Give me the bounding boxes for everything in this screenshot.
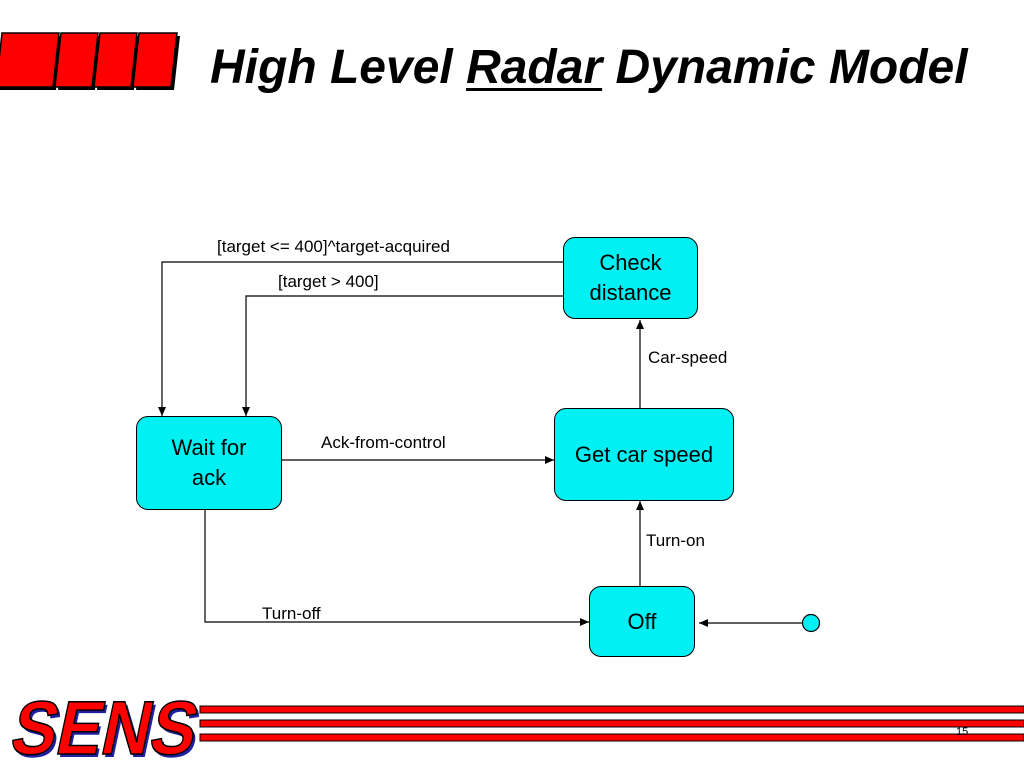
state-get-car-speed-label: Get car speed [574, 441, 714, 467]
arrow-check-to-wait-acquired [158, 261, 564, 416]
state-get-car-speed: Get car speed [554, 408, 734, 501]
state-wait-for-ack: Wait for ack [136, 416, 282, 510]
sens-logo-text: SENS [4, 686, 206, 768]
red-bars-logo [0, 32, 180, 90]
state-check-distance-label: Check distance [589, 250, 672, 305]
label-ack-from-control: Ack-from-control [321, 433, 446, 452]
label-car-speed: Car-speed [648, 348, 728, 367]
state-off-label: Off [627, 608, 657, 634]
footer-red-stripes [199, 705, 1024, 742]
title-part-3: Dynamic Model [602, 41, 968, 94]
page-number: 15 [956, 726, 969, 738]
slide-title: High Level Radar Dynamic Model [210, 38, 990, 98]
label-target-far: [target > 400] [278, 272, 379, 291]
arrow-check-to-wait-far [242, 295, 564, 416]
title-part-2-underlined: Radar [466, 41, 603, 94]
label-turn-off: Turn-off [262, 604, 321, 623]
footer-sens-logo: SENS SENS [4, 685, 1024, 768]
state-off: Off [589, 586, 695, 657]
label-target-acquired: [target <= 400]^target-acquired [217, 237, 450, 256]
initial-state-dot [801, 613, 821, 633]
sens-logo-shadow: SENS [7, 689, 209, 768]
state-wait-for-ack-label: Wait for ack [171, 435, 247, 490]
red-bar-group [0, 32, 180, 90]
label-turn-on: Turn-on [646, 531, 705, 550]
arrow-wait-to-off [204, 510, 589, 626]
title-part-1: High Level [210, 41, 467, 94]
state-check-distance: Check distance [563, 237, 698, 319]
